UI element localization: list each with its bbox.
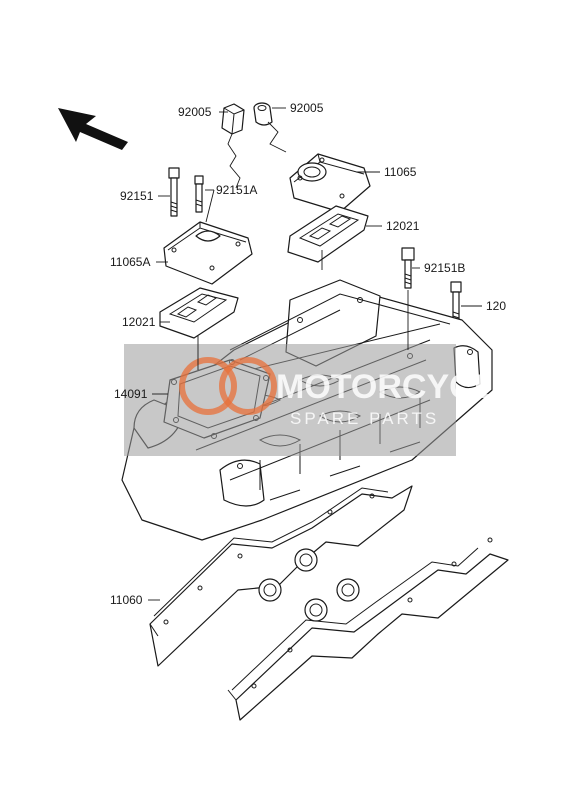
arrow-up-left-icon	[58, 108, 128, 150]
bolt-center-part	[194, 175, 204, 213]
watermark-brand: MOTORCYCLE	[276, 368, 517, 406]
label-breather-cover: 11065	[384, 165, 417, 179]
label-bolt-far-right: 120	[486, 299, 506, 313]
breather-cover-a-part	[163, 221, 253, 285]
gasket-part	[149, 485, 509, 721]
watermark-tagline: SPARE PARTS	[290, 409, 439, 428]
leader-lines	[148, 107, 482, 601]
label-bolt-left: 92151	[120, 189, 154, 203]
label-cap-left: 92005	[178, 105, 212, 119]
label-plate-left: 12021	[122, 315, 156, 329]
label-gasket: 11060	[110, 593, 143, 607]
part-labels: 92005 92005 11065 92151 92151A 11065A 12…	[110, 101, 506, 607]
label-bolt-right: 92151B	[424, 261, 465, 275]
bolt-left-part	[168, 167, 180, 217]
watermark: MOTORCYCLE SPARE PARTS	[124, 344, 517, 456]
bolt-far-right-part	[450, 281, 462, 325]
plate-right-part	[287, 205, 369, 263]
cap-right-part	[253, 102, 287, 153]
bolt-right-part	[401, 247, 415, 289]
label-oil-cap: 14091	[114, 387, 148, 401]
label-bolt-center: 92151A	[216, 183, 257, 197]
plate-left-part	[159, 287, 239, 339]
breather-cover-part	[289, 153, 371, 213]
watermark-logo-icon	[179, 357, 277, 415]
label-plate-right: 12021	[386, 219, 420, 233]
cap-left-part	[221, 103, 245, 189]
label-cap-right: 92005	[290, 101, 324, 115]
label-breather-cover-a: 11065A	[110, 255, 150, 269]
